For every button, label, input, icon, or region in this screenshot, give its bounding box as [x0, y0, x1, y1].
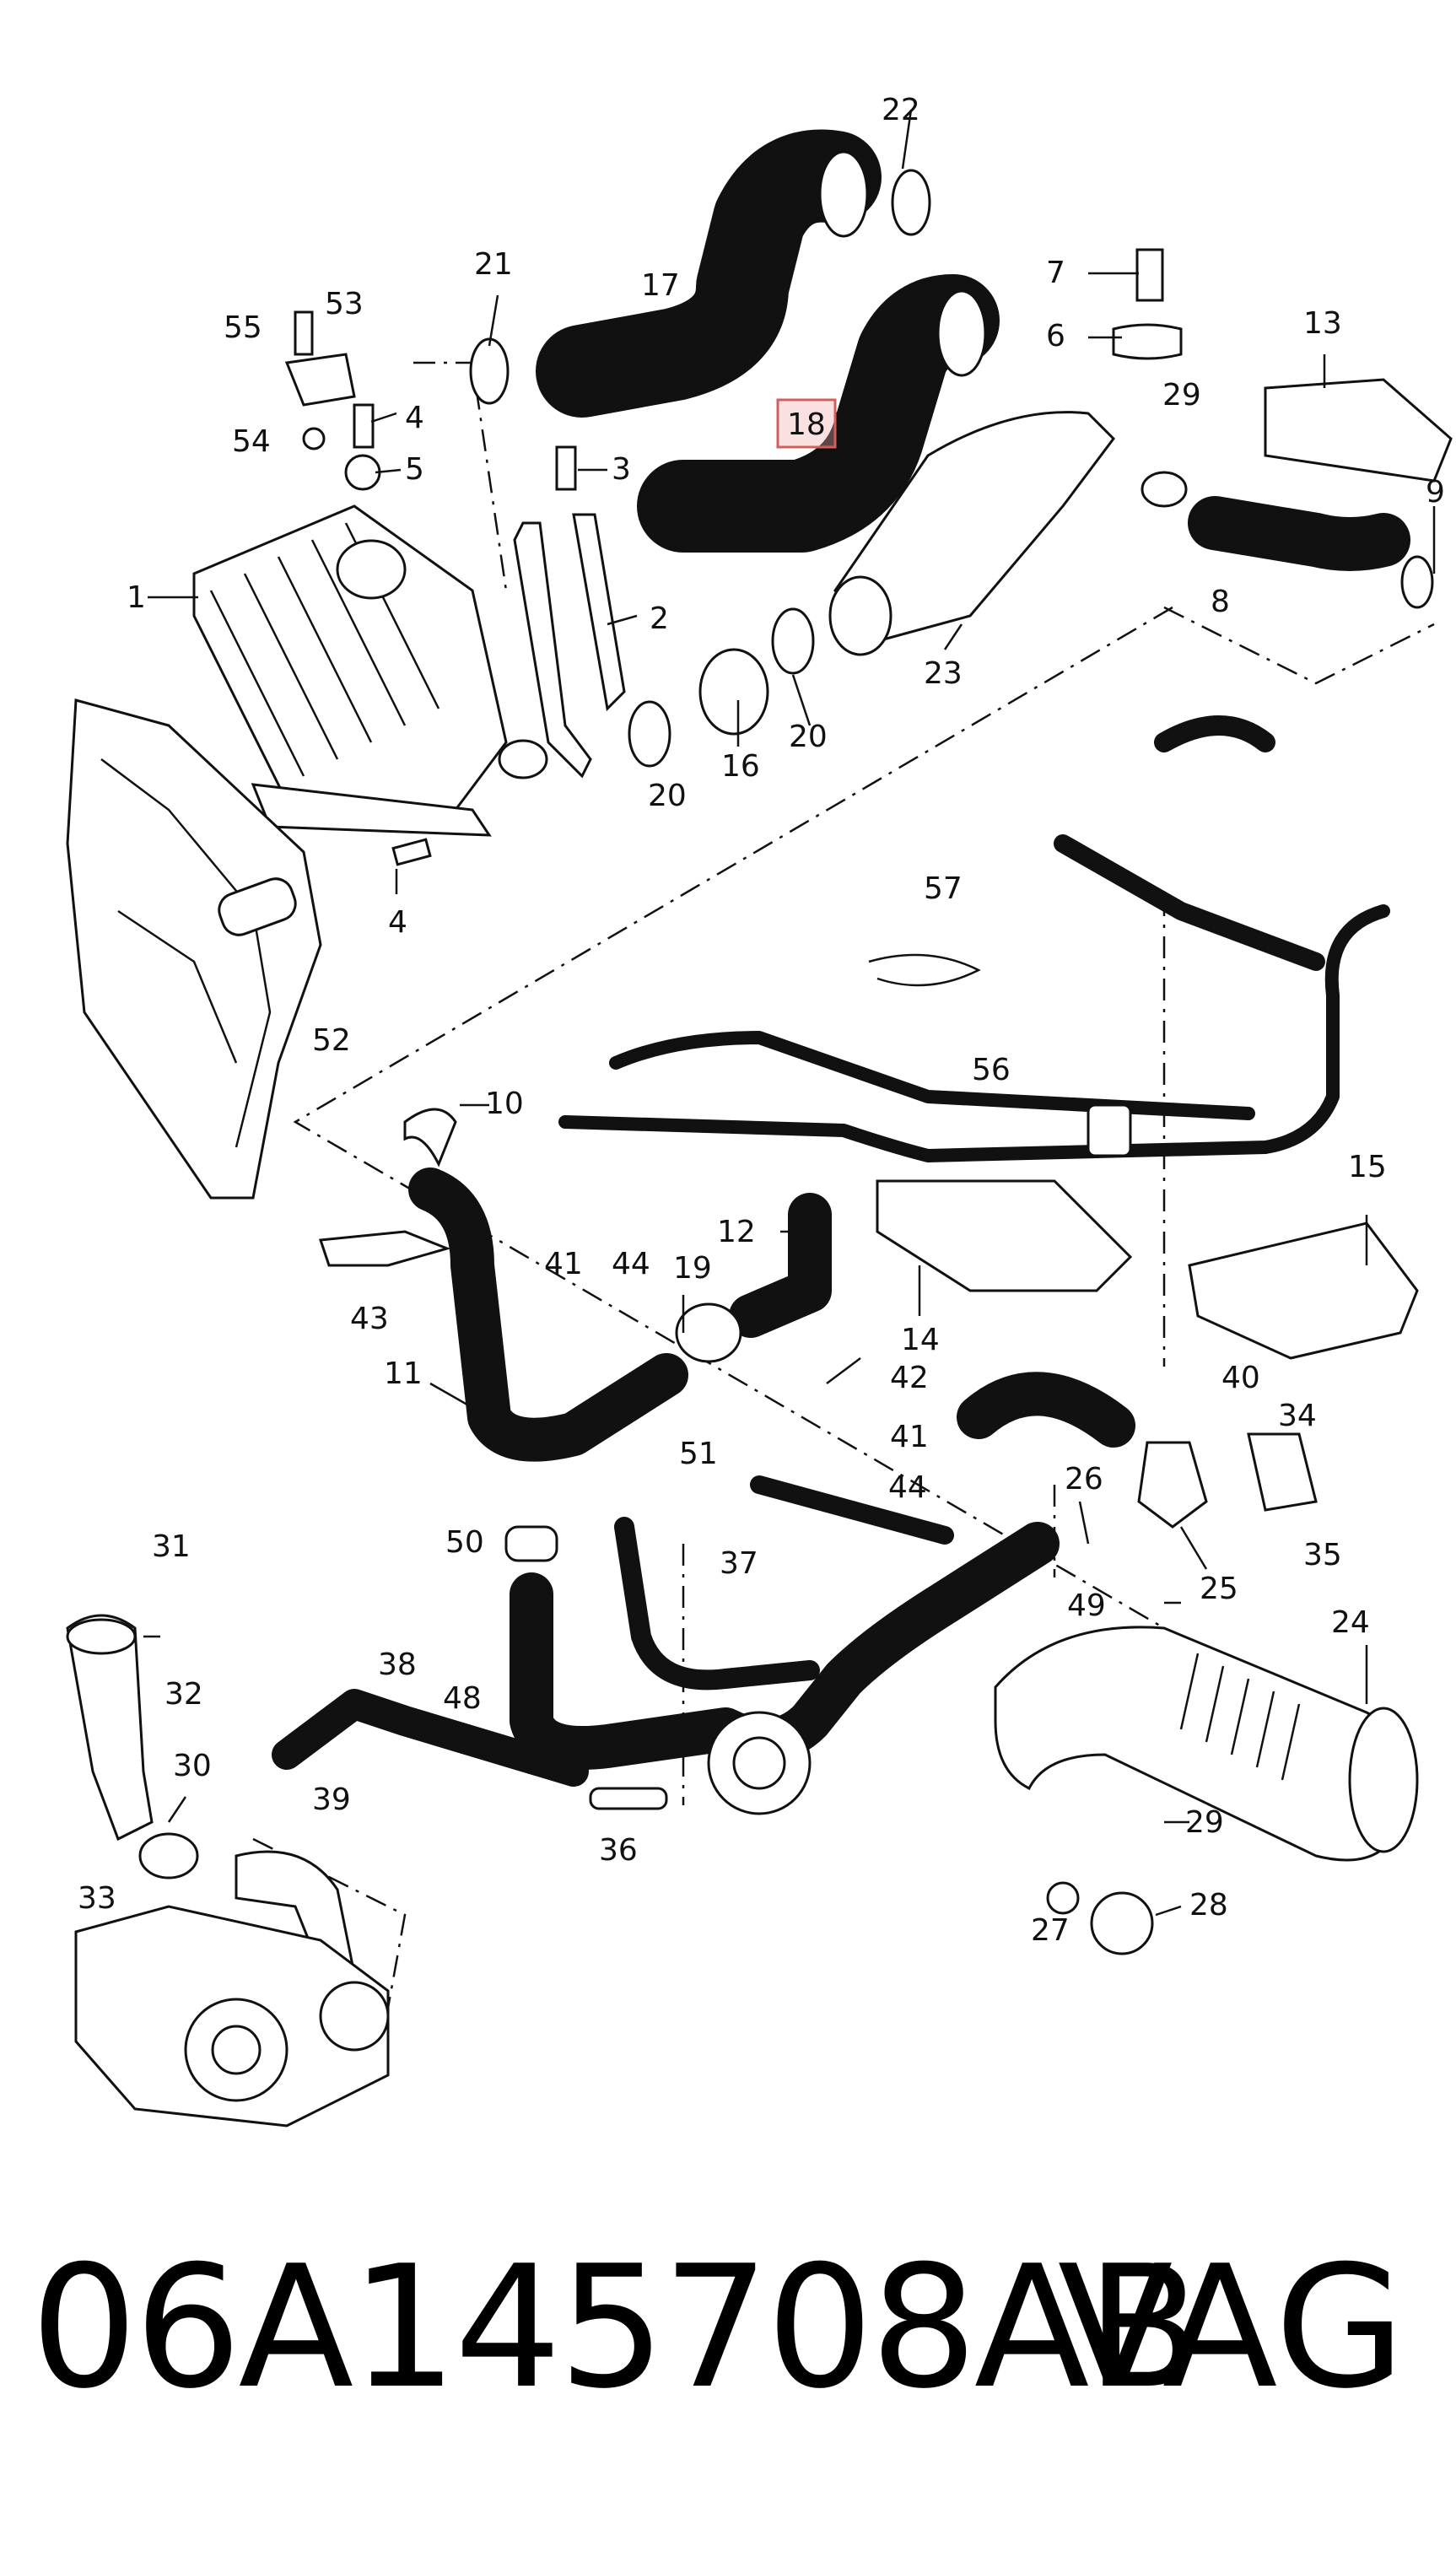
callout-42: 42 [890, 1361, 929, 1395]
callout-37: 37 [720, 1546, 758, 1581]
brand-name: VAG [1057, 2230, 1405, 2426]
callout-7: 7 [1046, 256, 1065, 290]
highlighted-part-18-box [776, 398, 837, 449]
callout-15: 15 [1348, 1150, 1387, 1184]
callout-labels: 1 2 3 4 4 5 6 7 8 9 10 11 12 13 14 15 16… [78, 93, 1445, 1948]
callout-43: 43 [350, 1302, 389, 1336]
hose-clamps [469, 169, 1434, 768]
turbocharger [66, 1614, 390, 2127]
callout-32: 32 [164, 1677, 203, 1712]
callout-39: 39 [312, 1782, 351, 1817]
callout-50: 50 [445, 1525, 484, 1560]
callout-48: 48 [443, 1681, 482, 1716]
callout-38: 38 [378, 1648, 417, 1682]
callout-10: 10 [485, 1087, 524, 1121]
callout-41b: 41 [890, 1420, 929, 1454]
callout-40: 40 [1221, 1361, 1260, 1395]
callout-54: 54 [232, 424, 271, 459]
callout-16: 16 [721, 749, 760, 784]
callout-6: 6 [1046, 319, 1065, 353]
callout-29a: 29 [1162, 378, 1201, 413]
callout-35: 35 [1303, 1538, 1342, 1572]
callout-2: 2 [650, 601, 669, 636]
dash-lines [252, 361, 1435, 2009]
callout-30: 30 [173, 1749, 212, 1783]
intake-assembly [994, 1432, 1419, 1955]
callout-31: 31 [152, 1529, 191, 1564]
callout-22: 22 [882, 93, 920, 127]
callout-3: 3 [612, 452, 631, 487]
callout-14: 14 [901, 1323, 940, 1357]
callout-24: 24 [1331, 1605, 1370, 1640]
footer-caption: 06A145708AB VAG [0, 2227, 1456, 2480]
callout-28: 28 [1189, 1888, 1228, 1923]
callout-21: 21 [474, 247, 513, 282]
intercooler [192, 504, 548, 837]
charge-hoses [536, 129, 1410, 656]
callout-51: 51 [679, 1437, 718, 1471]
callout-23: 23 [924, 656, 963, 691]
heat-shields [876, 378, 1453, 1360]
callout-27: 27 [1031, 1913, 1070, 1948]
callout-52: 52 [312, 1023, 351, 1058]
callout-44a: 44 [612, 1247, 650, 1281]
callout-17: 17 [641, 268, 680, 303]
callout-29b: 29 [1185, 1805, 1224, 1840]
callout-34: 34 [1278, 1399, 1317, 1433]
callout-11: 11 [384, 1356, 423, 1391]
callout-4b: 4 [388, 905, 407, 940]
callout-44b: 44 [888, 1470, 927, 1505]
callout-25: 25 [1200, 1572, 1238, 1606]
callout-12: 12 [717, 1215, 756, 1249]
callout-36: 36 [599, 1833, 638, 1868]
callout-41a: 41 [544, 1247, 583, 1281]
air-duct-shroud [66, 698, 322, 1200]
callout-53: 53 [325, 287, 364, 321]
callout-18: 18 [787, 407, 826, 442]
leader-lines [143, 109, 1436, 1917]
callout-19: 19 [673, 1251, 712, 1286]
bracket [513, 513, 626, 779]
callout-20b: 20 [648, 779, 687, 813]
callout-8: 8 [1211, 585, 1230, 619]
callout-56: 56 [972, 1053, 1011, 1087]
callout-55: 55 [224, 310, 262, 345]
small-hardware [284, 248, 1183, 866]
callout-26: 26 [1065, 1462, 1103, 1497]
callout-20a: 20 [789, 720, 828, 754]
callout-9: 9 [1426, 475, 1445, 510]
callout-4a: 4 [405, 401, 424, 435]
pipes [558, 715, 1390, 1162]
parts-diagram: 1 2 3 4 4 5 6 7 8 9 10 11 12 13 14 15 16… [66, 93, 1453, 2127]
callout-49: 49 [1067, 1588, 1106, 1623]
callout-33: 33 [78, 1881, 116, 1916]
part-number: 06A145708AB [30, 2230, 1202, 2426]
lower-hoses [272, 1372, 1135, 1815]
callout-13: 13 [1303, 306, 1342, 341]
callout-1: 1 [127, 580, 146, 615]
callout-5: 5 [405, 452, 424, 487]
callout-57: 57 [924, 871, 963, 906]
